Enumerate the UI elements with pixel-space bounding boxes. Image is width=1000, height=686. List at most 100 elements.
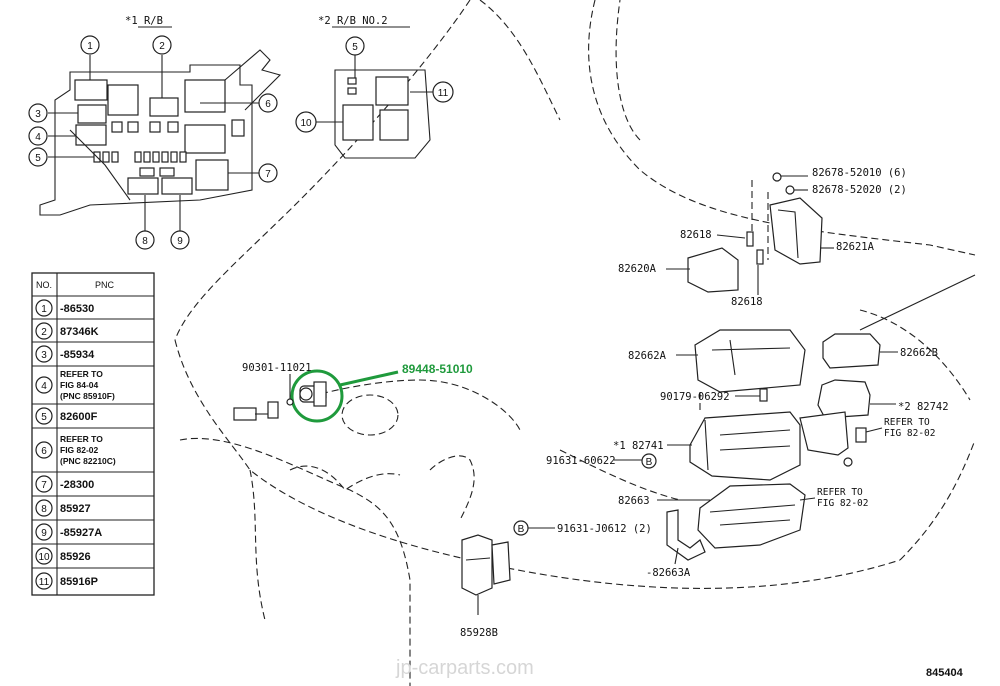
svg-text:85916P: 85916P bbox=[60, 576, 98, 588]
svg-text:11: 11 bbox=[39, 577, 50, 588]
label-91631-J0612: 91631-J0612 (2) bbox=[557, 523, 652, 535]
callout-5b: 5 bbox=[345, 36, 365, 56]
svg-text:6: 6 bbox=[41, 446, 47, 457]
callout-5: 5 bbox=[28, 147, 48, 167]
svg-text:7: 7 bbox=[265, 169, 271, 180]
highlight-leader bbox=[339, 370, 399, 387]
table-row: 8 85927 bbox=[35, 499, 91, 517]
table-row: 4 REFER TO FIG 84-04 (PNC 85910F) bbox=[35, 369, 115, 401]
label-82662A: 82662A bbox=[628, 350, 667, 362]
fuse-box-assembly: 82678-52010 (6) 82678-52020 (2) 82621A 8… bbox=[460, 167, 976, 639]
svg-text:-28300: -28300 bbox=[60, 479, 94, 491]
table-row: 7 -28300 bbox=[35, 475, 94, 493]
table-row: 5 82600F bbox=[35, 407, 98, 425]
table-row: 6 REFER TO FIG 82-02 (PNC 82210C) bbox=[35, 434, 116, 466]
relay-block-2-title: *2 R/B NO.2 bbox=[318, 15, 388, 27]
label-82618-top: 82618 bbox=[680, 229, 712, 241]
svg-text:REFER TO: REFER TO bbox=[60, 434, 103, 444]
marker-b-1: B bbox=[641, 453, 657, 469]
refer-note-2-line1: REFER TO bbox=[817, 487, 863, 498]
callout-4: 4 bbox=[28, 126, 48, 146]
svg-text:1: 1 bbox=[41, 304, 47, 315]
svg-text:85926: 85926 bbox=[60, 551, 91, 563]
svg-text:9: 9 bbox=[41, 528, 47, 539]
highlight-part-label: 89448-51010 bbox=[402, 362, 473, 376]
svg-text:4: 4 bbox=[41, 381, 47, 392]
svg-text:7: 7 bbox=[41, 480, 47, 491]
svg-text:FIG 84-04: FIG 84-04 bbox=[60, 380, 99, 390]
table-header-pnc: PNC bbox=[95, 280, 115, 290]
svg-text:2: 2 bbox=[159, 41, 165, 52]
callout-9: 9 bbox=[170, 230, 190, 250]
svg-text:8: 8 bbox=[142, 236, 148, 247]
svg-text:1: 1 bbox=[87, 41, 93, 52]
bolt-label: 90301-11021 bbox=[242, 362, 312, 374]
label-85928B: 85928B bbox=[460, 627, 498, 639]
svg-text:8: 8 bbox=[41, 504, 47, 515]
figure-number: 845404 bbox=[926, 667, 964, 679]
label-82742: *2 82742 bbox=[898, 401, 949, 413]
callout-6: 6 bbox=[258, 93, 278, 113]
fuse-row bbox=[93, 151, 187, 163]
pnc-table: NO. PNC 1 -86530 2 87346K 3 -85934 4 REFER … bbox=[31, 272, 155, 596]
svg-text:5: 5 bbox=[35, 153, 41, 164]
table-header-no: NO. bbox=[36, 280, 52, 290]
svg-text:B: B bbox=[646, 457, 653, 468]
callout-8: 8 bbox=[135, 230, 155, 250]
label-82621A: 82621A bbox=[836, 241, 875, 253]
svg-text:-85927A: -85927A bbox=[60, 527, 102, 539]
sensor-89448: 89448-51010 90301-11021 bbox=[233, 362, 473, 423]
callout-7: 7 bbox=[258, 163, 278, 183]
svg-text:11: 11 bbox=[438, 88, 449, 99]
table-row: 11 85916P bbox=[35, 572, 98, 590]
callout-3: 3 bbox=[28, 103, 48, 123]
relay-block-1-title: *1 R/B bbox=[125, 15, 163, 27]
label-82662B: 82662B bbox=[900, 347, 938, 359]
table-row: 1 -86530 bbox=[35, 299, 94, 317]
vehicle-body-outline bbox=[174, 0, 976, 686]
label-82663A: -82663A bbox=[646, 567, 691, 579]
screw-label-52020: 82678-52020 (2) bbox=[812, 184, 907, 196]
label-82741: *1 82741 bbox=[613, 440, 664, 452]
svg-text:(PNC 85910F): (PNC 85910F) bbox=[60, 391, 115, 401]
table-row: 9 -85927A bbox=[35, 523, 102, 541]
callout-2: 2 bbox=[152, 35, 172, 55]
marker-b-2: B bbox=[513, 520, 529, 536]
label-90179: 90179-06292 bbox=[660, 391, 730, 403]
svg-text:9: 9 bbox=[177, 236, 183, 247]
svg-text:6: 6 bbox=[265, 99, 271, 110]
table-row: 2 87346K bbox=[35, 322, 99, 340]
svg-text:10: 10 bbox=[38, 552, 50, 563]
label-82663: 82663 bbox=[618, 495, 650, 507]
svg-text:-85934: -85934 bbox=[60, 349, 95, 361]
sensor-part bbox=[299, 381, 327, 407]
svg-text:3: 3 bbox=[35, 109, 41, 120]
relay-block-1: *1 R/B bbox=[28, 15, 282, 250]
svg-text:4: 4 bbox=[35, 132, 41, 143]
svg-text:2: 2 bbox=[41, 327, 47, 338]
table-row: 10 85926 bbox=[35, 547, 91, 565]
svg-text:5: 5 bbox=[41, 412, 47, 423]
label-91631-60622: 91631-60622 bbox=[546, 455, 616, 467]
refer-note-1-line1: REFER TO bbox=[884, 417, 930, 428]
svg-text:87346K: 87346K bbox=[60, 326, 99, 338]
svg-text:10: 10 bbox=[300, 118, 312, 129]
svg-text:3: 3 bbox=[41, 350, 47, 361]
callout-10: 10 bbox=[295, 111, 317, 133]
svg-text:85927: 85927 bbox=[60, 503, 91, 515]
svg-text:FIG 82-02: FIG 82-02 bbox=[60, 445, 99, 455]
svg-text:B: B bbox=[518, 524, 525, 535]
refer-note-2-line2: FIG 82-02 bbox=[817, 498, 868, 509]
label-82620A: 82620A bbox=[618, 263, 657, 275]
svg-text:-86530: -86530 bbox=[60, 303, 94, 315]
screw-label-52010: 82678-52010 (6) bbox=[812, 167, 907, 179]
watermark: jp-carparts.com bbox=[395, 657, 534, 679]
relay-block-2: *2 R/B NO.2 5 11 10 bbox=[295, 15, 454, 159]
svg-text:82600F: 82600F bbox=[60, 411, 98, 423]
svg-text:(PNC 82210C): (PNC 82210C) bbox=[60, 456, 116, 466]
svg-text:REFER TO: REFER TO bbox=[60, 369, 103, 379]
callout-1: 1 bbox=[80, 35, 100, 55]
refer-note-1-line2: FIG 82-02 bbox=[884, 428, 935, 439]
label-82618-bottom: 82618 bbox=[731, 296, 763, 308]
